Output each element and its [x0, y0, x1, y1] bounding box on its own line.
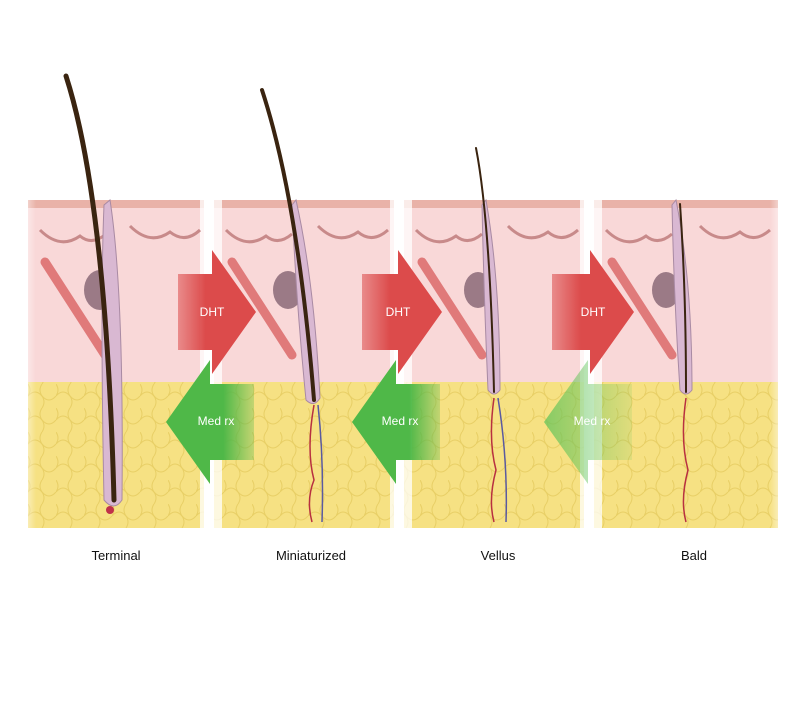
stage-label-bald: Bald — [680, 548, 708, 563]
stage-label-miniaturized: Miniaturized — [275, 548, 347, 563]
follicle-vellus — [475, 147, 508, 523]
follicle-terminal — [63, 73, 123, 514]
stage-label-vellus: Vellus — [480, 548, 516, 563]
med-rx-arrow-1 — [166, 360, 254, 484]
med-rx-arrow-3-label: Med rx — [573, 414, 611, 428]
dht-arrow-3-label: DHT — [580, 305, 606, 319]
dht-arrow-2-label: DHT — [385, 305, 411, 319]
follicle-bald — [671, 198, 693, 523]
stage-label-terminal: Terminal — [91, 548, 141, 563]
dht-arrow-1 — [178, 250, 256, 374]
med-rx-arrow-3 — [544, 360, 632, 484]
dht-arrow-3 — [552, 250, 634, 374]
dht-arrow-2 — [362, 250, 442, 374]
med-rx-arrow-2-label: Med rx — [381, 414, 419, 428]
med-rx-arrow-1-label: Med rx — [197, 414, 235, 428]
dht-arrow-1-label: DHT — [199, 305, 225, 319]
med-rx-arrow-2 — [352, 360, 440, 484]
follicle-miniaturized — [260, 88, 324, 523]
